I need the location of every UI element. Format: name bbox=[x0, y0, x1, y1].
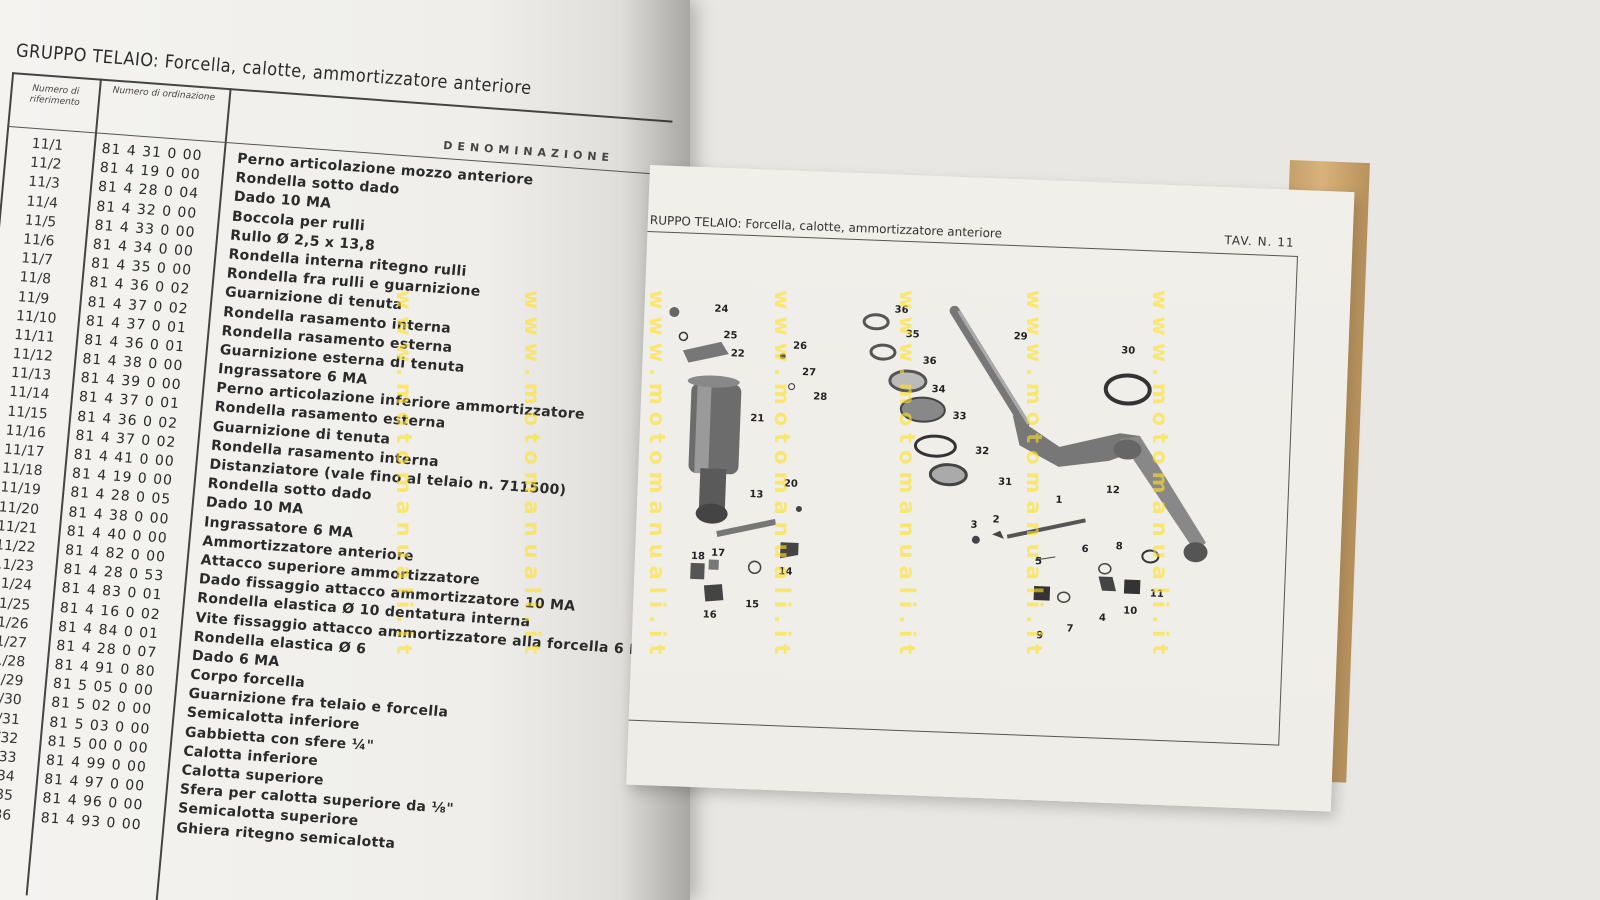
ref-number: 11/3 bbox=[27, 173, 61, 193]
ref-number: 11/25 bbox=[0, 594, 32, 614]
part-number: 9 bbox=[1036, 630, 1043, 641]
watermark: www.motomanuali.it bbox=[392, 290, 416, 662]
ref-number: 11/11 bbox=[13, 326, 56, 346]
part-number: 14 bbox=[778, 566, 792, 578]
part-number: 31 bbox=[998, 477, 1012, 489]
ref-number: 11/4 bbox=[25, 193, 59, 212]
part-number: 17 bbox=[711, 548, 725, 560]
part-number: 20 bbox=[784, 478, 798, 490]
part-number: 1 bbox=[1055, 495, 1062, 506]
part-number: 12 bbox=[1106, 485, 1120, 497]
watermark: www.motomanuali.it bbox=[770, 290, 794, 662]
part-number: 27 bbox=[802, 367, 816, 379]
left-page: GRUPPO TELAIO: Forcella, calotte, ammort… bbox=[0, 0, 690, 900]
ref-number: 11/23 bbox=[0, 556, 35, 576]
ref-number: 11/34 bbox=[0, 766, 16, 786]
part-number: 36 bbox=[894, 305, 908, 317]
ref-number: 11/9 bbox=[17, 288, 50, 307]
ref-number: 11/18 bbox=[1, 460, 44, 480]
watermark: www.motomanuali.it bbox=[520, 290, 544, 662]
part-number: 5 bbox=[1035, 556, 1042, 567]
ref-number: 11/33 bbox=[0, 747, 18, 767]
ref-number: 11/24 bbox=[0, 575, 33, 595]
headset-rings-drawing bbox=[862, 313, 968, 487]
ref-number: 11/1 bbox=[31, 135, 64, 155]
ref-number: 11/21 bbox=[0, 517, 38, 537]
part-number: 6 bbox=[1081, 544, 1088, 555]
part-number: 7 bbox=[1066, 623, 1073, 634]
part-number: 8 bbox=[1115, 541, 1122, 552]
ref-number: 11/14 bbox=[8, 384, 51, 404]
part-number: 13 bbox=[749, 489, 763, 501]
ref-number: 11/28 bbox=[0, 651, 26, 671]
part-number: 4 bbox=[1099, 613, 1106, 624]
ref-number: 11/13 bbox=[10, 365, 52, 384]
part-number: 34 bbox=[931, 384, 945, 396]
fork-body-drawing bbox=[949, 305, 1208, 603]
ref-number: 11/12 bbox=[11, 345, 54, 365]
ref-number: 11/5 bbox=[24, 212, 57, 231]
part-number: 16 bbox=[703, 609, 717, 621]
shock-absorber-drawing bbox=[669, 307, 802, 602]
part-number: 22 bbox=[731, 348, 745, 360]
ref-number: 11/20 bbox=[0, 498, 40, 518]
part-number: 15 bbox=[745, 599, 759, 611]
ref-number: 11/2 bbox=[29, 154, 63, 174]
part-number: 36 bbox=[922, 356, 936, 368]
ref-number: 11/19 bbox=[0, 479, 42, 499]
part-number: 28 bbox=[813, 391, 827, 403]
watermark: www.motomanuali.it bbox=[895, 290, 919, 662]
part-number: 11 bbox=[1150, 589, 1164, 601]
plate-number: TAV. N. 11 bbox=[1224, 233, 1295, 250]
ref-number: 11/31 bbox=[0, 709, 21, 728]
ref-number: 11/26 bbox=[0, 613, 30, 633]
part-number: 3 bbox=[970, 520, 977, 531]
ref-number: 11/10 bbox=[15, 307, 58, 327]
ref-number: 11/29 bbox=[0, 670, 25, 690]
part-number: 21 bbox=[750, 413, 764, 425]
part-number: 26 bbox=[793, 341, 807, 353]
ref-number: 11/6 bbox=[22, 231, 56, 250]
part-number: 35 bbox=[905, 329, 919, 341]
ref-number: 11/27 bbox=[0, 632, 28, 652]
part-number: 30 bbox=[1121, 345, 1135, 357]
part-number: 18 bbox=[691, 551, 705, 563]
part-number: 32 bbox=[975, 446, 989, 458]
ref-number: 11/16 bbox=[4, 422, 47, 442]
ref-number: 11/15 bbox=[6, 403, 49, 423]
ref-number: 11/7 bbox=[20, 250, 54, 269]
part-number-labels: 24 25 22 26 27 28 21 13 20 18 17 14 15 1… bbox=[691, 304, 1164, 642]
ref-number: 11/32 bbox=[0, 728, 19, 748]
part-number: 24 bbox=[714, 304, 728, 316]
part-number: 10 bbox=[1123, 605, 1137, 617]
ref-number: 11/22 bbox=[0, 537, 37, 556]
ref-number: 11/8 bbox=[18, 269, 52, 288]
ref-number: 11/35 bbox=[0, 785, 14, 805]
exploded-diagram: 24 25 22 26 27 28 21 13 20 18 17 14 15 1… bbox=[669, 304, 1208, 642]
part-number: 33 bbox=[952, 411, 966, 423]
watermark: www.motomanuali.it bbox=[645, 290, 669, 662]
ref-number: 11/17 bbox=[3, 441, 45, 461]
part-number: 2 bbox=[992, 514, 999, 525]
part-number: 25 bbox=[723, 330, 737, 342]
ref-number: 11/30 bbox=[0, 689, 23, 709]
part-number: 29 bbox=[1013, 331, 1027, 343]
watermark: www.motomanuali.it bbox=[1022, 290, 1046, 662]
parts-table-area: GRUPPO TELAIO: Forcella, calotte, ammort… bbox=[0, 30, 690, 900]
watermark: www.motomanuali.it bbox=[1148, 290, 1172, 662]
right-page: RUPPO TELAIO: Forcella, calotte, ammorti… bbox=[626, 165, 1355, 812]
